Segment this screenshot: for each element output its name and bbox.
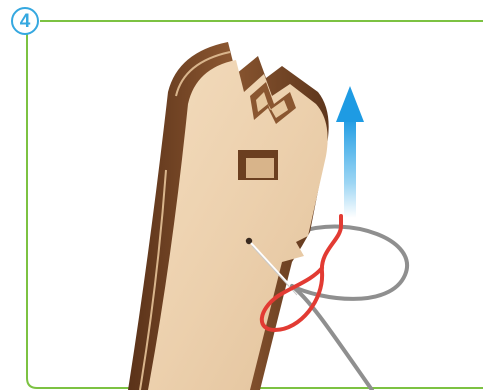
step-number-badge: 4 — [11, 7, 39, 35]
gray-wire — [292, 227, 407, 299]
arrow-up-icon — [336, 86, 364, 218]
square-slot-inner — [246, 158, 274, 178]
gray-wire-front — [292, 286, 372, 390]
